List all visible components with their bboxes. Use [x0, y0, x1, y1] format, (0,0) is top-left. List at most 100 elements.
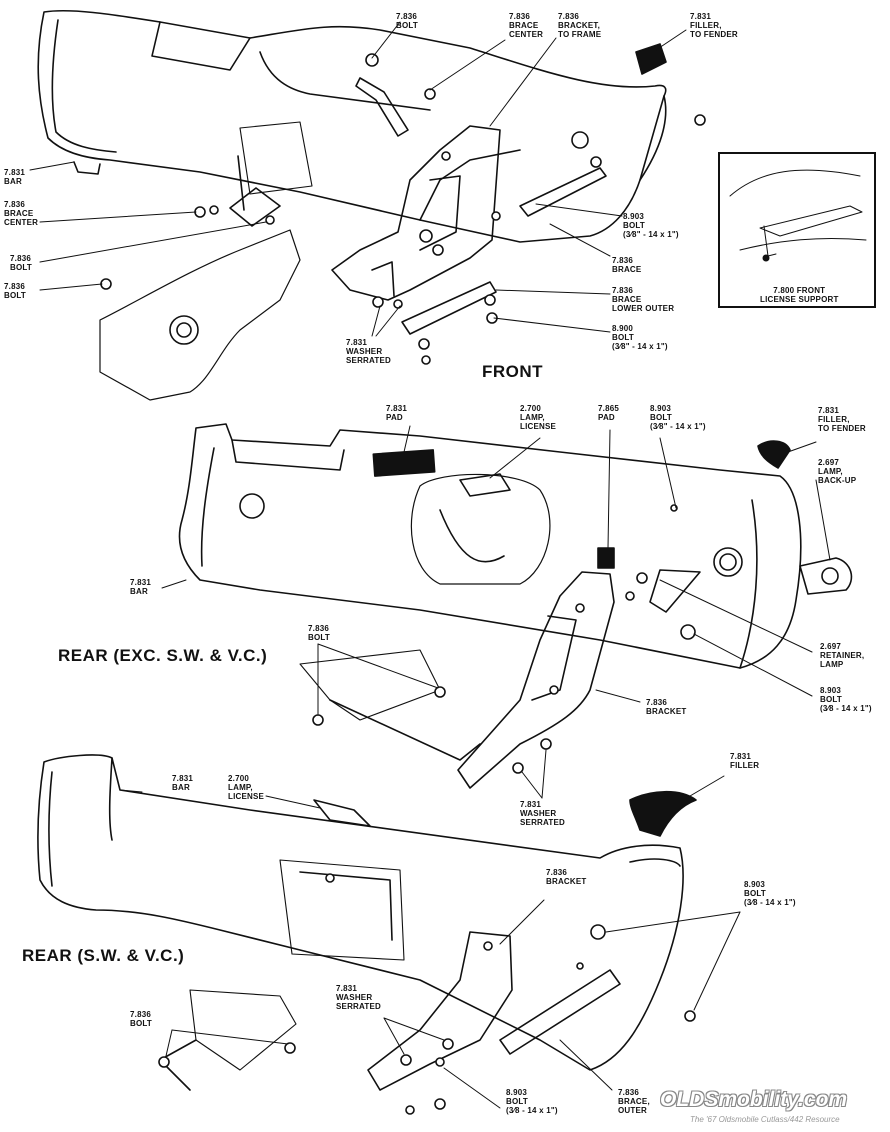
watermark-subtitle: The '67 Oldsmobile Cutlass/442 Resource — [690, 1115, 840, 1124]
front-bumper-group — [29, 9, 867, 401]
part-size: (3⁄8 - 14 x 1") — [506, 1106, 558, 1115]
part-number: 8.903 — [820, 686, 842, 695]
part-name: SERRATED — [346, 356, 392, 365]
part-name: BOLT — [308, 633, 330, 642]
part-name: BAR — [130, 587, 148, 596]
part-number: 7.831 — [336, 984, 358, 993]
part-name: PAD — [598, 413, 615, 422]
part-name: LAMP, — [228, 783, 253, 792]
front-brace — [519, 167, 607, 217]
label-front-brace: 7.836 BRACE — [612, 256, 641, 274]
rear-exc-fasteners — [312, 504, 696, 774]
part-number: 7.836 — [558, 12, 580, 21]
part-size: (3⁄8 - 14 x 1") — [820, 704, 872, 713]
label-front-license-support: 7.800 FRONT LICENSE SUPPORT — [760, 286, 839, 304]
label-front-bolt-8900: 8.900 BOLT (3⁄8" - 14 x 1") — [612, 324, 668, 351]
rear-sw-brace-outer — [499, 969, 621, 1055]
rear-sw-filler — [629, 790, 697, 837]
part-name: BOLT — [10, 263, 32, 272]
rear-exc-frame-rail — [299, 649, 441, 721]
rear-exc-retainer — [649, 569, 701, 613]
part-number: 8.900 — [612, 324, 634, 333]
part-number: 7.836 — [612, 256, 634, 265]
part-number: 7.831 — [4, 168, 26, 177]
part-number: 7.831 — [172, 774, 194, 783]
part-number: 7.836 — [396, 12, 418, 21]
part-name: LAMP, — [520, 413, 545, 422]
section-title-rear-exc: REAR (EXC. S.W. & V.C.) — [58, 646, 268, 665]
part-number: 7.831 — [520, 800, 542, 809]
part-name: BRACKET, — [558, 21, 601, 30]
part-number: 7.831 — [730, 752, 752, 761]
part-name: FILLER — [730, 761, 760, 770]
part-name: BOLT — [744, 889, 766, 898]
label-rear-exc-bolt-8903-top: 8.903 BOLT (3⁄8" - 14 x 1") — [650, 404, 706, 431]
label-rear-exc-filler-fender: 7.831 FILLER, TO FENDER — [818, 406, 866, 433]
part-number: 7.865 — [598, 404, 620, 413]
part-name: BAR — [172, 783, 190, 792]
rear-exc-pad — [372, 449, 436, 477]
label-front-bolt-top: 7.836 BOLT — [396, 12, 418, 30]
part-number: 7.836 — [4, 282, 26, 291]
label-front-brace-lower-outer: 7.836 BRACE LOWER OUTER — [612, 286, 674, 313]
part-size: (3⁄8" - 14 x 1") — [650, 422, 706, 431]
part-name: BRACE — [612, 295, 642, 304]
front-fasteners — [100, 53, 706, 365]
part-name: BOLT — [130, 1019, 152, 1028]
label-rear-sw-washer: 7.831 WASHER SERRATED — [336, 984, 381, 1011]
part-number: 7.836 — [546, 868, 568, 877]
label-rear-sw-lamp-license: 2.700 LAMP, LICENSE — [228, 774, 264, 801]
part-number: 7.836 — [646, 698, 668, 707]
license-support-inset — [718, 152, 876, 308]
label-front-bolt-left1: 7.836 BOLT — [10, 254, 32, 272]
label-front-bar: 7.831 BAR — [4, 168, 25, 186]
rear-exc-pad-7865 — [597, 547, 615, 569]
part-name: LOWER OUTER — [612, 304, 675, 313]
part-name: WASHER — [520, 809, 557, 818]
part-number: 7.836 — [509, 12, 531, 21]
part-number: 2.700 — [520, 404, 542, 413]
rear-exc-group — [161, 423, 853, 799]
part-name: SERRATED — [336, 1002, 382, 1011]
part-number: 7.831 — [130, 578, 152, 587]
part-number: 7.836 — [612, 286, 634, 295]
part-name: BAR — [4, 177, 22, 186]
label-rear-sw-filler: 7.831 FILLER — [730, 752, 759, 770]
part-name: LICENSE SUPPORT — [760, 295, 839, 304]
part-number: 7.831 — [690, 12, 712, 21]
part-name: BRACKET — [546, 877, 587, 886]
part-name: BRACKET — [646, 707, 687, 716]
part-size: (3⁄8 - 14 x 1") — [744, 898, 796, 907]
rear-exc-backup-lamp — [799, 557, 853, 595]
part-name: BOLT — [820, 695, 842, 704]
part-name: RETAINER, — [820, 651, 865, 660]
label-front-brace-center-top: 7.836 BRACE CENTER — [509, 12, 543, 39]
label-rear-exc-lamp-license: 2.700 LAMP, LICENSE — [520, 404, 556, 431]
rear-sw-bumper-bar — [37, 754, 684, 1071]
label-front-bolt-8903: 8.903 BOLT (3⁄8" - 14 x 1") — [623, 212, 679, 239]
part-name: PAD — [386, 413, 403, 422]
part-number: 7.800 FRONT — [773, 286, 826, 295]
part-name: BOLT — [612, 333, 634, 342]
rear-sw-frame-rail — [189, 989, 297, 1071]
front-filler-fender — [635, 43, 667, 75]
part-number: 7.836 — [4, 200, 26, 209]
part-number: 7.831 — [818, 406, 840, 415]
part-name: TO FRAME — [558, 30, 602, 39]
label-front-bracket-to-frame: 7.836 BRACKET, TO FRAME — [558, 12, 601, 39]
part-name: CENTER — [4, 218, 39, 227]
rear-sw-fasteners — [158, 873, 696, 1115]
part-number: 8.903 — [650, 404, 672, 413]
label-rear-exc-washer: 7.831 WASHER SERRATED — [520, 800, 565, 827]
part-name: BOLT — [650, 413, 672, 422]
part-number: 7.836 — [10, 254, 32, 263]
part-name: BACK-UP — [818, 476, 857, 485]
rear-exc-filler — [757, 440, 791, 469]
part-name: TO FENDER — [818, 424, 866, 433]
part-name: BRACE — [509, 21, 539, 30]
part-name: LICENSE — [520, 422, 557, 431]
rear-sw-group — [37, 754, 741, 1115]
part-name: BOLT — [623, 221, 645, 230]
label-rear-exc-pad-7865: 7.865 PAD — [598, 404, 619, 422]
rear-sw-bracket — [367, 931, 513, 1091]
